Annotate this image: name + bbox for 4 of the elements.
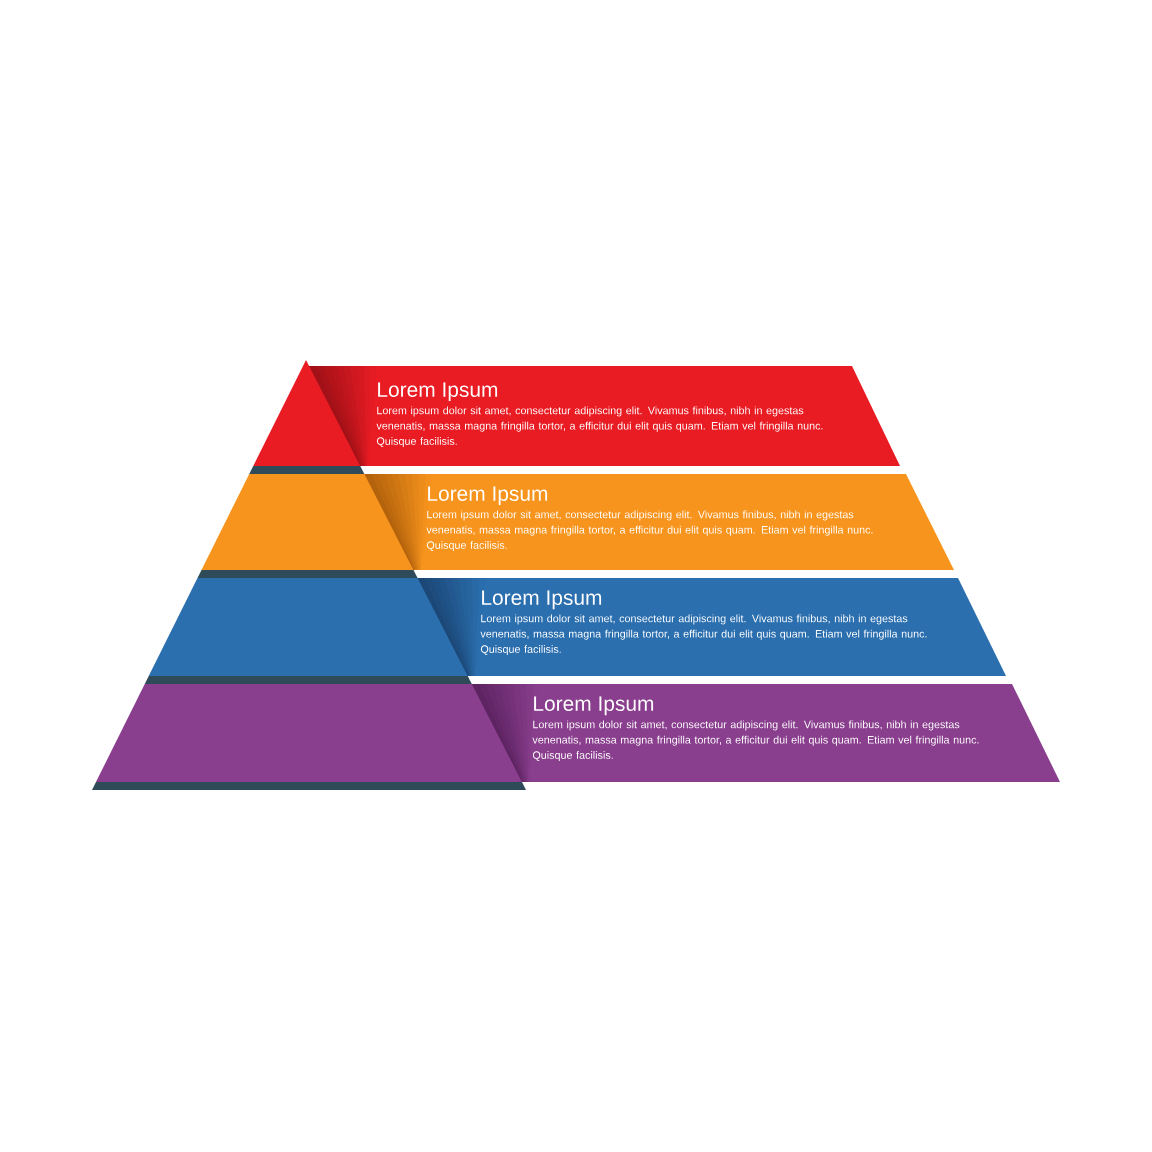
tier-title: Lorem Ipsum <box>428 486 548 506</box>
tier-title: Lorem Ipsum <box>534 696 654 716</box>
tier-title: Lorem Ipsum <box>482 590 602 610</box>
tier-title: Lorem Ipsum <box>378 382 498 402</box>
